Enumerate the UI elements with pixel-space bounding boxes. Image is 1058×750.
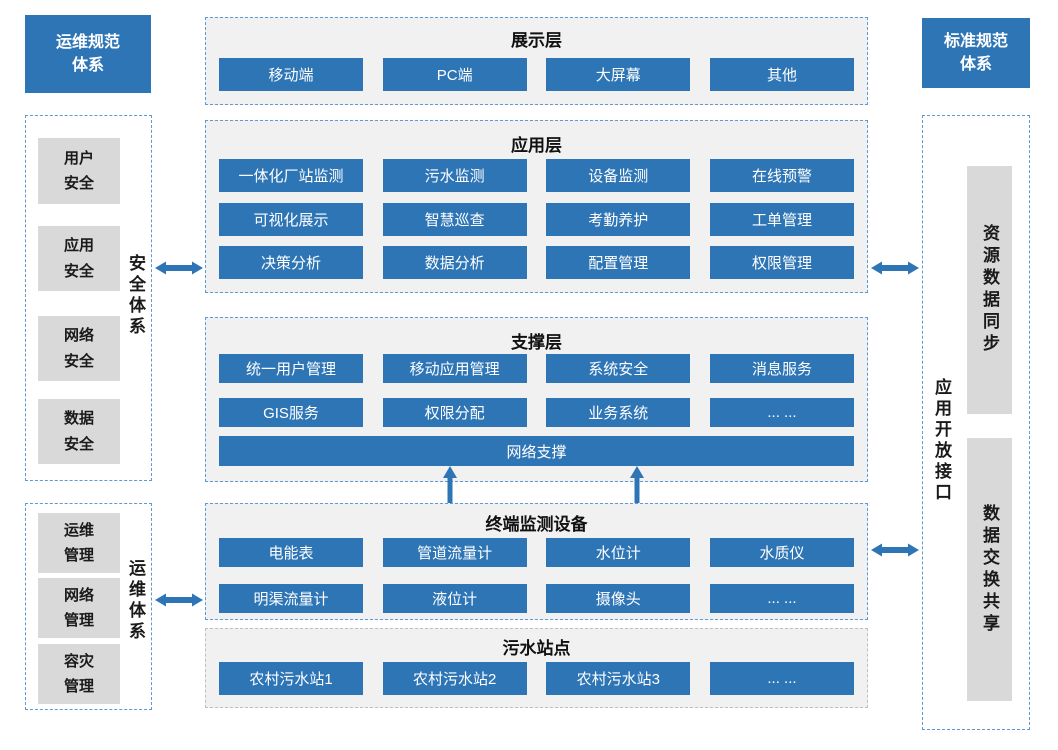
terminal-layer-title: 终端监测设备 (485, 515, 588, 534)
ops-item-label: 容灾管理 (63, 652, 94, 696)
left-panel-header: 运维规范体系 (25, 15, 151, 93)
security-sync-arrow-icon (155, 260, 203, 276)
security-item: 网络安全 (38, 316, 120, 381)
security-item-label: 应用安全 (63, 237, 94, 280)
stations-layer: 污水站点 农村污水站1 农村污水站2 农村污水站3 ... ... (205, 628, 868, 708)
ops-item-label: 网络管理 (63, 586, 94, 630)
application-block: 污水监测 (382, 159, 527, 192)
support-block: 权限分配 (382, 398, 527, 427)
terminal-block: 摄像头 (546, 584, 691, 613)
support-block: 统一用户管理 (219, 354, 363, 383)
terminal-block: 管道流量计 (382, 538, 527, 567)
application-layer: 应用层 一体化厂站监测 污水监测 设备监测 在线预警 可视化展示 智慧巡查 考勤… (205, 120, 868, 293)
ops-group-box: 运维管理 网络管理 容灾管理 运维体系 (25, 503, 152, 710)
stations-layer-title: 污水站点 (502, 639, 571, 658)
application-block: 工单管理 (709, 203, 854, 236)
security-item: 应用安全 (38, 226, 120, 291)
terminal-block: 液位计 (382, 584, 527, 613)
display-layer: 展示层 移动端 PC端 大屏幕 其他 (205, 17, 868, 105)
ops-item-label: 运维管理 (63, 521, 94, 565)
security-item-label: 数据安全 (63, 410, 94, 453)
display-block: 大屏幕 (546, 58, 691, 91)
security-item-label: 用户安全 (63, 149, 94, 193)
support-block: 业务系统 (546, 398, 691, 427)
application-block: 决策分析 (219, 246, 363, 279)
display-block: 其他 (709, 58, 854, 91)
security-item: 数据安全 (38, 399, 120, 464)
display-block: 移动端 (219, 58, 363, 91)
station-block: 农村污水站3 (546, 662, 691, 695)
left-panel-header-label: 运维规范体系 (55, 33, 120, 74)
resource-sync-arrow-icon (871, 260, 919, 276)
station-block: 农村污水站2 (382, 662, 527, 695)
ops-group-label: 运维体系 (126, 559, 145, 643)
resource-sync-bar: 资源数据同步 (967, 166, 1012, 414)
terminal-block: 明渠流量计 (219, 584, 363, 613)
security-item-label: 网络安全 (63, 327, 94, 370)
application-block: 可视化展示 (219, 203, 363, 236)
ops-item: 运维管理 (38, 513, 120, 573)
security-group-label: 安全体系 (126, 254, 145, 338)
application-block: 在线预警 (709, 159, 854, 192)
application-block: 一体化厂站监测 (219, 159, 363, 192)
display-layer-title: 展示层 (511, 31, 562, 50)
right-panel-header-label: 标准规范体系 (943, 32, 1008, 73)
support-block: 消息服务 (709, 354, 854, 383)
application-block: 智慧巡查 (382, 203, 527, 236)
data-exchange-bar: 数据交换共享 (967, 438, 1012, 701)
application-block: 考勤养护 (546, 203, 691, 236)
application-layer-title: 应用层 (511, 136, 562, 155)
ops-item: 网络管理 (38, 578, 120, 638)
up-arrow-icon (443, 466, 457, 506)
display-block: PC端 (382, 58, 527, 91)
application-block: 配置管理 (546, 246, 691, 279)
application-block: 设备监测 (546, 159, 691, 192)
ops-item: 容灾管理 (38, 644, 120, 704)
security-item: 用户安全 (38, 138, 120, 204)
terminal-block: ... ... (709, 584, 854, 613)
open-api-box: 应用开放接口 资源数据同步 数据交换共享 (922, 115, 1030, 730)
support-block: 系统安全 (546, 354, 691, 383)
terminal-block: 水质仪 (709, 538, 854, 567)
resource-sync-label: 资源数据同步 (980, 224, 999, 356)
data-exchange-label: 数据交换共享 (980, 503, 999, 636)
support-layer-title: 支撑层 (511, 333, 562, 352)
data-exchange-arrow-icon (871, 542, 919, 558)
open-api-label: 应用开放接口 (932, 378, 951, 504)
support-block: 移动应用管理 (382, 354, 527, 383)
network-support-bar: 网络支撑 (219, 436, 854, 466)
terminal-block: 水位计 (546, 538, 691, 567)
application-block: 权限管理 (709, 246, 854, 279)
security-group-box: 用户安全 应用安全 网络安全 数据安全 安全体系 (25, 115, 152, 481)
support-layer: 支撑层 统一用户管理 移动应用管理 系统安全 消息服务 GIS服务 权限分配 业… (205, 317, 868, 482)
station-block: ... ... (709, 662, 854, 695)
support-block: ... ... (709, 398, 854, 427)
right-panel-header: 标准规范体系 (922, 18, 1030, 88)
terminal-block: 电能表 (219, 538, 363, 567)
application-block: 数据分析 (382, 246, 527, 279)
support-block: GIS服务 (219, 398, 363, 427)
ops-sync-arrow-icon (155, 592, 203, 608)
station-block: 农村污水站1 (219, 662, 363, 695)
terminal-layer: 终端监测设备 电能表 管道流量计 水位计 水质仪 明渠流量计 液位计 摄像头 .… (205, 503, 868, 620)
up-arrow-icon (630, 466, 644, 506)
